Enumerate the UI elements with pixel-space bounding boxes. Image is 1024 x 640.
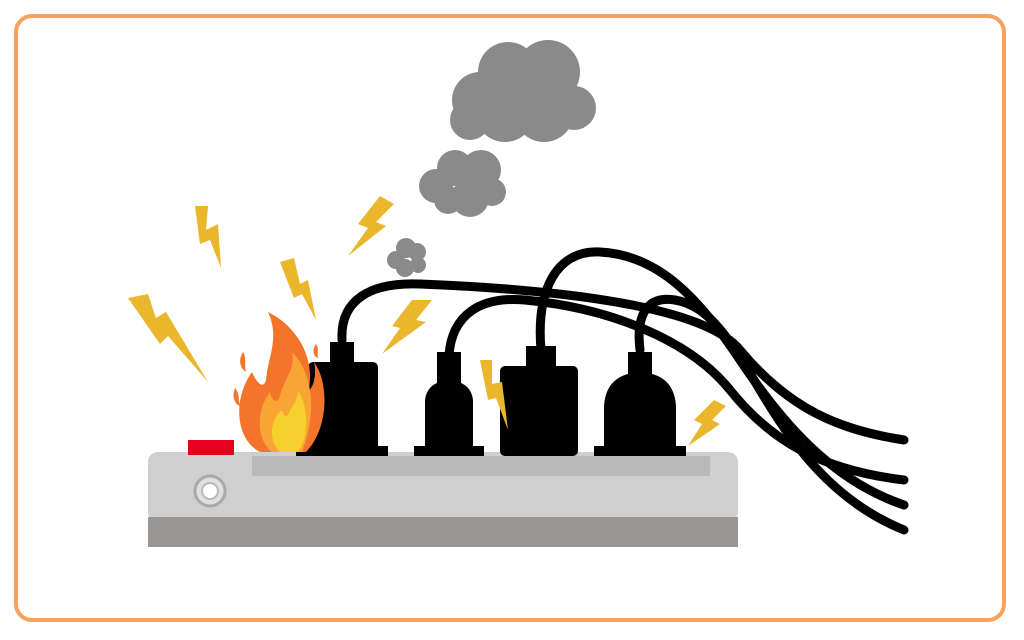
power-strip-socket-panel — [252, 456, 710, 476]
lightning-bolt-icon — [480, 360, 508, 430]
lightning-bolt-icon — [280, 258, 316, 320]
lightning-bolts — [128, 196, 726, 446]
plug-icon-4 — [594, 352, 686, 456]
power-strip-base — [148, 517, 738, 547]
lightning-bolt-icon — [348, 196, 394, 256]
fire-icon — [233, 312, 325, 452]
lightning-bolt-icon — [688, 400, 726, 446]
power-strip — [148, 440, 738, 547]
smoke-cloud-medium-icon — [419, 150, 506, 217]
power-switch-icon — [188, 440, 234, 455]
smoke-cloud-small-icon — [387, 238, 426, 277]
smoke-cloud-large-icon — [450, 40, 596, 142]
lightning-bolt-icon — [195, 206, 221, 268]
plug-icon-2 — [414, 352, 484, 456]
lightning-bolt-icon — [382, 300, 432, 354]
power-button-icon — [193, 474, 227, 508]
plug-icon-3 — [500, 346, 578, 456]
lightning-bolt-icon — [128, 294, 208, 382]
power-cables — [337, 247, 909, 535]
